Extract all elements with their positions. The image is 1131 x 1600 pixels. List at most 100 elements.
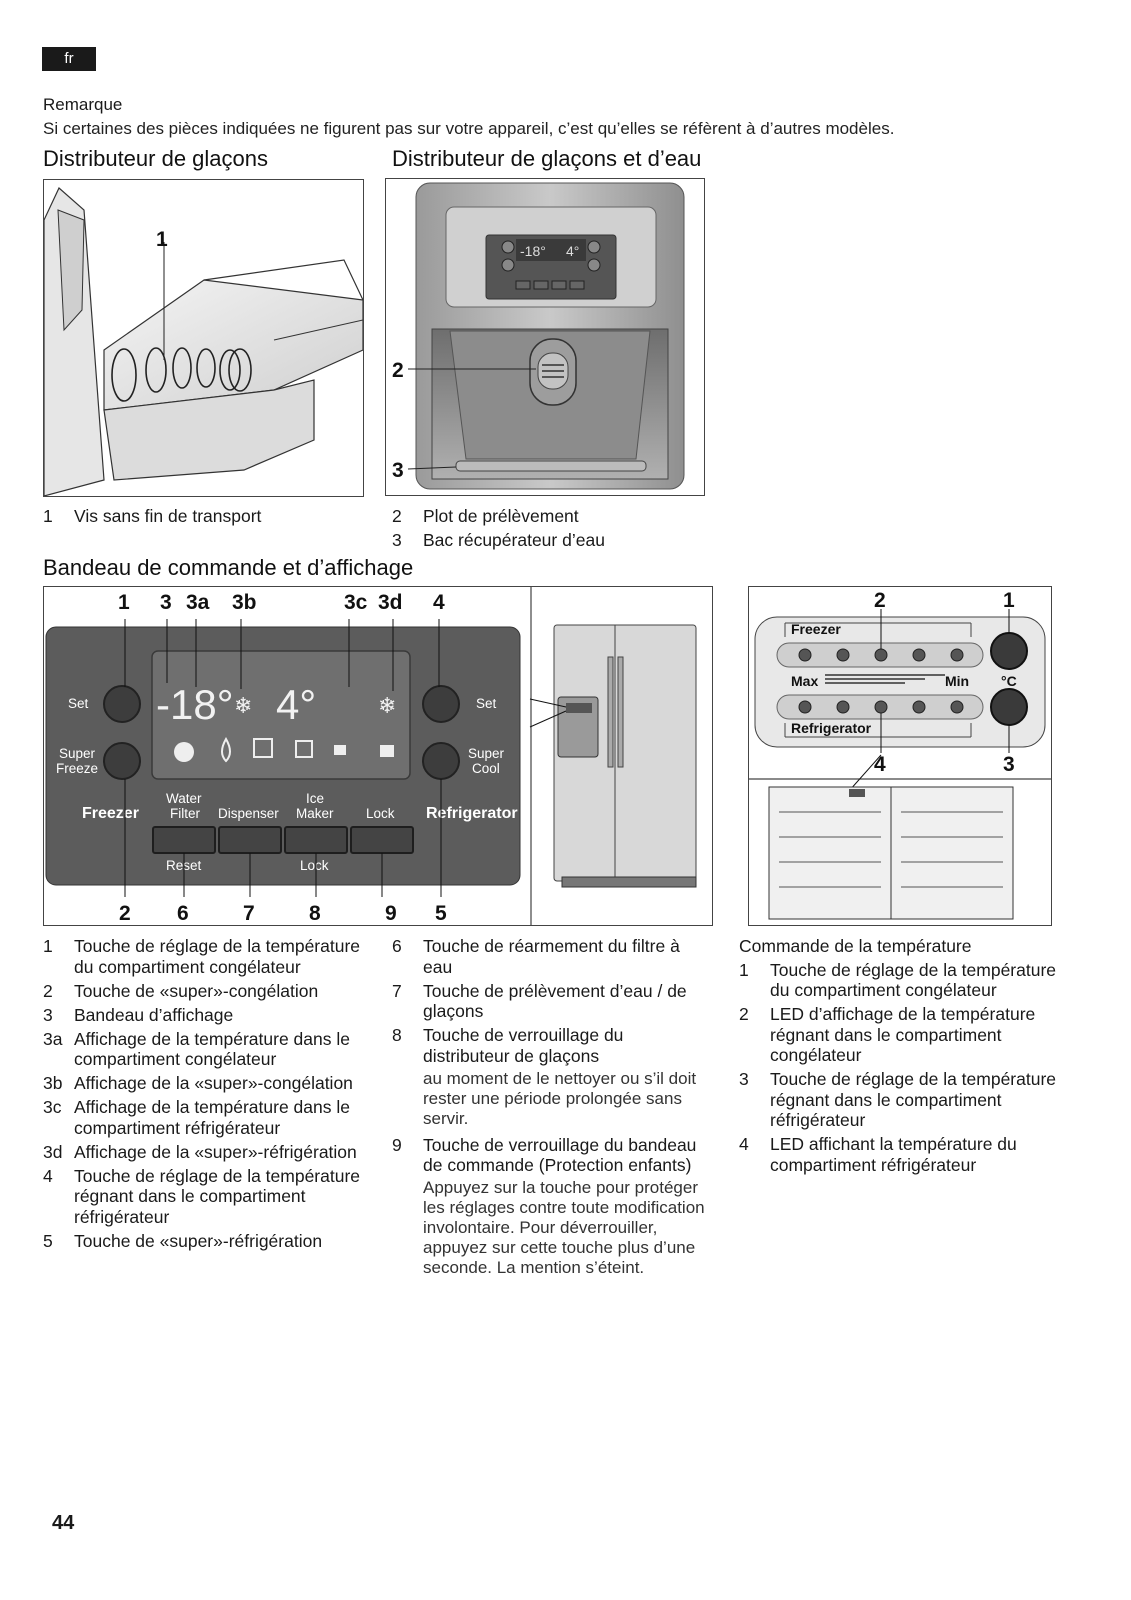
- figure-ice-water-dispenser: -18° 4° 2 3: [385, 178, 705, 496]
- celsius-label: °C: [1001, 673, 1017, 689]
- display-fridge-temp: 4°: [276, 681, 316, 728]
- super-freeze-label: Super: [59, 746, 96, 761]
- super-freeze-button[interactable]: [103, 742, 141, 780]
- maker-label: Maker: [296, 806, 334, 821]
- temperature-control-illustration: Freezer Max Min °C Refrigerator 2 1: [749, 587, 1051, 925]
- list-item-text: Touche de «super»-congélation: [74, 980, 319, 1001]
- list-item-number: 7: [392, 980, 402, 1001]
- list-item-number: 3: [739, 1069, 749, 1089]
- callout-3b: 3b: [232, 591, 257, 614]
- callout-8: 8: [309, 902, 321, 925]
- callout-3: 3: [392, 459, 404, 482]
- max-label: Max: [791, 673, 818, 689]
- list-item: 3a Affichage de la température dans le co…: [43, 1029, 373, 1070]
- list-item-number: 3c: [43, 1097, 62, 1117]
- lock-icon: [380, 745, 394, 757]
- list-item-number: 1: [739, 959, 749, 980]
- list-item: 5 Touche de «super»-réfrigération: [43, 1231, 373, 1252]
- freezer-label: Freezer: [82, 805, 139, 822]
- callout-7: 7: [243, 902, 255, 925]
- water-drop-icon: [221, 736, 231, 763]
- list-item-text: Touche de verrouillage du distributeur d…: [423, 1025, 624, 1066]
- list-item: 1 Touche de réglage de la température du …: [43, 936, 373, 977]
- list-item-number: 1: [43, 936, 53, 956]
- list-item-text: Touche de réglage de la température du c…: [770, 959, 1057, 1001]
- freezer-label: Freezer: [791, 621, 841, 637]
- lock-label: Lock: [366, 806, 395, 821]
- callout-4: 4: [433, 591, 445, 614]
- list-item-number: 3a: [43, 1028, 63, 1049]
- language-tab: fr: [42, 47, 96, 71]
- list-item-number: 2: [739, 1004, 749, 1024]
- ice-cubes-icon: [253, 738, 273, 758]
- set-right-label: Set: [476, 696, 497, 711]
- filter-label: Filter: [170, 806, 201, 821]
- set-freezer-button[interactable]: [103, 685, 141, 723]
- dispenser-button[interactable]: [218, 826, 282, 854]
- list-item-text: Touche de réarmement du filtre à eau: [423, 936, 680, 977]
- list-item-text: Touche de prélèvement d’eau / de glaçons: [423, 980, 687, 1022]
- list-item-text: Affichage de la température dans le comp…: [74, 1028, 350, 1070]
- list-item-number: 4: [739, 1134, 749, 1154]
- callout-2: 2: [119, 902, 131, 925]
- fridge-illustration: [529, 624, 697, 888]
- list-item-number: 4: [43, 1165, 53, 1186]
- caption-1: 1 Vis sans fin de transport: [43, 506, 363, 528]
- callout-3c: 3c: [344, 591, 368, 614]
- list-item-text: Bandeau d’affichage: [74, 1004, 234, 1025]
- section-title-control-panel: Bandeau de commande et d’affichage: [43, 555, 414, 580]
- control-panel-illustration: -18° 4° ❄ ❄ Set Set Super Freeze Super C…: [44, 587, 712, 925]
- note-title: Remarque: [43, 95, 123, 114]
- callout-2: 2: [392, 359, 404, 382]
- callout-3d: 3d: [378, 591, 403, 614]
- super-freeze-label-2: Freeze: [56, 761, 98, 776]
- min-label: Min: [945, 673, 969, 689]
- caption-2: 2 Plot de prélèvement: [392, 506, 712, 528]
- note-text: Si certaines des pièces indiquées ne fig…: [43, 119, 895, 138]
- list-item-note: Appuyez sur la touche pour protéger les …: [423, 1178, 705, 1277]
- caption-text: Bac récupérateur d’eau: [423, 530, 605, 550]
- water-label: Water: [166, 791, 202, 806]
- list-item-text: Affichage de la «super»-réfrigération: [74, 1141, 357, 1162]
- refrigerator-label: Refrigerator: [426, 805, 518, 822]
- list-item-text: Touche de réglage de la température du c…: [74, 936, 361, 977]
- figure-temperature-control: Freezer Max Min °C Refrigerator 2 1: [748, 586, 1052, 926]
- callout-3: 3: [1003, 753, 1015, 776]
- caption-num: 2: [392, 506, 402, 526]
- callout-6: 6: [177, 902, 189, 925]
- dispenser-label: Dispenser: [218, 806, 279, 821]
- super-cool-button[interactable]: [422, 742, 460, 780]
- ice-maker-lock-button[interactable]: [284, 826, 348, 854]
- page-number: 44: [52, 1512, 75, 1534]
- list-item-text: Affichage de la température dans le comp…: [74, 1097, 350, 1138]
- lock-button[interactable]: [350, 826, 414, 854]
- set-refrigerator-button[interactable]: [422, 685, 460, 723]
- list-item-number: 6: [392, 936, 402, 956]
- callout-4: 4: [874, 753, 886, 776]
- list-item-text: Touche de «super»-réfrigération: [74, 1230, 323, 1251]
- lock-bottom-label: Lock: [300, 858, 329, 873]
- list-item-number: 3: [43, 1004, 53, 1025]
- callout-3a: 3a: [186, 591, 210, 614]
- list-item-number: 5: [43, 1230, 53, 1251]
- snowflake-icon: ❄: [378, 694, 396, 719]
- list-item: 7 Touche de prélèvement d’eau / de glaçon…: [392, 981, 712, 1022]
- list-item-text: LED affichant la température du comparti…: [770, 1134, 1017, 1175]
- callout-9: 9: [385, 902, 397, 925]
- super-cool-label: Super: [468, 746, 505, 761]
- caption-3: 3 Bac récupérateur d’eau: [392, 530, 712, 552]
- section-title-ice-dispenser: Distributeur de glaçons: [43, 146, 269, 171]
- figure-control-panel: -18° 4° ❄ ❄ Set Set Super Freeze Super C…: [43, 586, 713, 926]
- freezer-temp-button[interactable]: [990, 632, 1028, 670]
- callout-5: 5: [435, 902, 447, 925]
- water-filter-icon: [174, 742, 194, 762]
- water-filter-reset-button[interactable]: [152, 826, 216, 854]
- refrigerator-temp-button[interactable]: [990, 688, 1028, 726]
